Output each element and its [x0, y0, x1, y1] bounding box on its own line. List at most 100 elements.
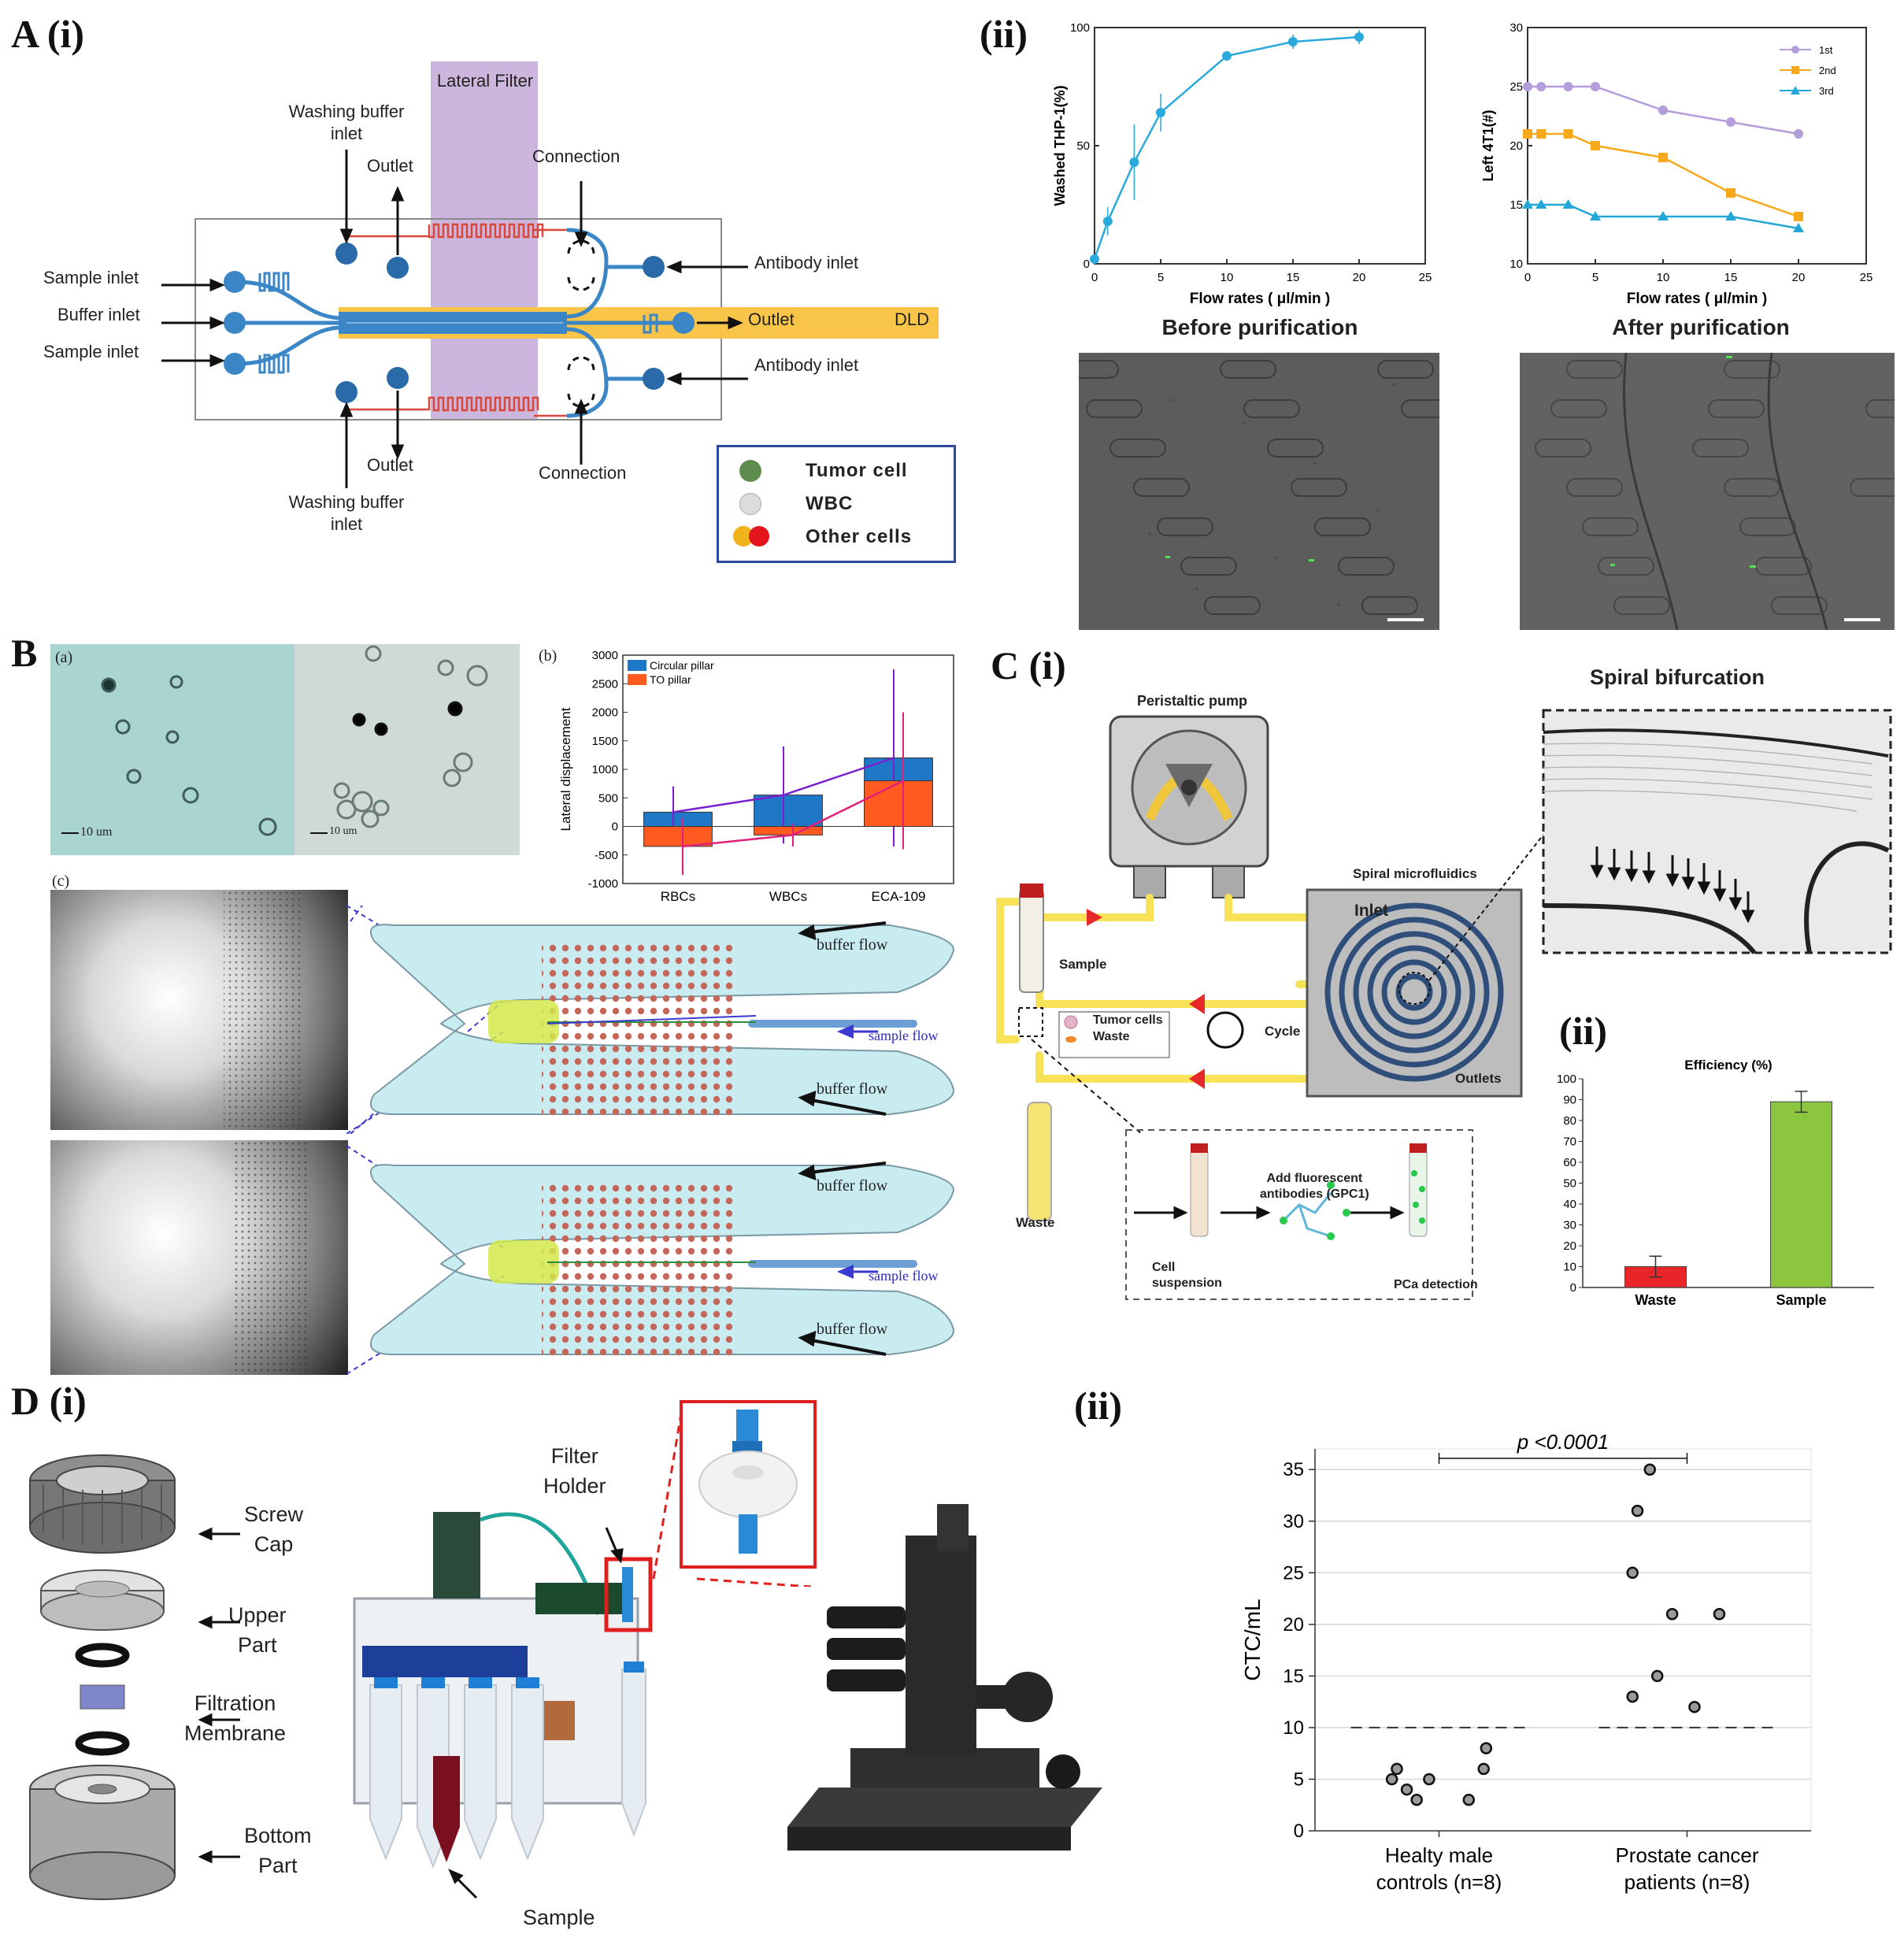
data-point	[1090, 254, 1099, 264]
bar	[643, 826, 713, 847]
label-upper-part: Upper Part	[228, 1603, 287, 1657]
y-tick-label: 1500	[592, 735, 618, 748]
data-point	[1535, 199, 1547, 209]
y-tick-label: 10	[1283, 1717, 1304, 1739]
data-point	[1793, 223, 1804, 232]
label-buffer-flow-3: buffer flow	[817, 1177, 888, 1195]
data-point	[1423, 1773, 1435, 1786]
y-tick-label: 30	[1563, 1219, 1576, 1232]
x-axis-label: Flow rates ( μl/min )	[1627, 291, 1767, 307]
y-tick-label: 50	[1563, 1177, 1576, 1191]
data-point	[1794, 212, 1803, 221]
chart-lateral-displacement: -1000-500050010001500200025003000Lateral…	[558, 649, 954, 904]
label-spiral-microfluidics: Spiral microfluidics	[1353, 866, 1477, 881]
micrograph-after-purification	[1520, 353, 1895, 630]
y-tick-label: 0	[1084, 257, 1090, 271]
y-axis-label: Left 4T1(#)	[1480, 109, 1496, 181]
data-point	[1794, 129, 1803, 139]
cells-circular	[61, 675, 277, 836]
x-tick-label: 15	[1287, 271, 1300, 284]
y-axis-label: Washed THP-1(%)	[1052, 85, 1068, 206]
label-cycle: Cycle	[1265, 1024, 1301, 1039]
y-tick-label: 500	[598, 791, 618, 805]
data-point	[1391, 1762, 1403, 1776]
data-point	[1665, 1607, 1679, 1621]
legend-label: Circular pillar	[650, 659, 714, 672]
micrograph-cells-circular: (a) 10 um	[50, 644, 294, 855]
p-value-annotation: p <0.0001	[1517, 1430, 1609, 1454]
x-tick-label: WBCs	[769, 889, 807, 904]
other-cell-swatch-red	[749, 526, 769, 546]
micrograph-chip-bottom	[50, 1140, 348, 1375]
label-bottom-part: Bottom Part	[244, 1824, 312, 1877]
legend-marker	[1791, 66, 1799, 74]
legend-marker	[1791, 86, 1800, 94]
y-tick-label: 1000	[592, 763, 618, 776]
label-sample-c: Sample	[1059, 957, 1107, 972]
spiral-bifurcation-micrograph	[1542, 709, 1892, 954]
y-tick-label: 20	[1509, 139, 1523, 153]
y-tick-label: 0	[1294, 1821, 1304, 1842]
dld-flow-schematic-top	[346, 906, 954, 1134]
label-buffer-flow-2: buffer flow	[817, 1080, 888, 1098]
chart-title: Efficiency (%)	[1684, 1058, 1772, 1073]
exploded-view-arrows	[198, 1527, 240, 1864]
label-after-purification: After purification	[1612, 315, 1790, 339]
micrograph-chip-top	[50, 890, 348, 1130]
panel-label-d: D (i)	[11, 1379, 87, 1423]
data-point	[1102, 217, 1113, 226]
label-outlets: Outlets	[1455, 1071, 1502, 1086]
data-point	[1536, 82, 1547, 91]
x-tick-label: controls (n=8)	[1376, 1870, 1502, 1894]
data-point	[1523, 82, 1532, 91]
y-tick-label: 10	[1563, 1261, 1576, 1274]
data-point	[1626, 1566, 1639, 1580]
filtration-instrument-photo	[353, 1512, 653, 1899]
data-point	[1591, 82, 1600, 91]
microscope-photo	[787, 1504, 1102, 1851]
data-point	[1480, 1742, 1493, 1754]
y-axis-label: CTC/mL	[1240, 1599, 1265, 1680]
label-outlet-bottom: Outlet	[367, 455, 413, 475]
label-peristaltic-pump: Peristaltic pump	[1137, 693, 1248, 709]
data-point	[1631, 1504, 1644, 1517]
bar	[643, 811, 713, 827]
cells-to	[310, 645, 488, 834]
x-tick-label: RBCs	[661, 889, 695, 904]
y-tick-label: 3000	[592, 649, 618, 662]
legend-label: 3rd	[1819, 85, 1834, 97]
y-tick-label: 2000	[592, 706, 618, 720]
y-tick-label: 5	[1294, 1769, 1304, 1790]
plot-frame	[1314, 1448, 1812, 1832]
data-point	[1288, 37, 1298, 46]
y-tick-label: 70	[1563, 1136, 1576, 1149]
label-lateral-filter: Lateral Filter	[436, 71, 534, 91]
label-connection-top: Connection	[532, 146, 620, 166]
bar	[1770, 1101, 1832, 1288]
y-tick-label: 30	[1509, 21, 1523, 35]
membrane	[80, 1684, 125, 1710]
y-tick-label: 90	[1563, 1094, 1576, 1107]
y-tick-label: 60	[1563, 1156, 1576, 1169]
dld-flow-schematic-bottom	[346, 1146, 954, 1374]
upper-part	[40, 1569, 165, 1631]
bar	[754, 826, 823, 835]
label-inlet: Inlet	[1354, 902, 1389, 920]
scale-bar-label-1: 10 um	[80, 825, 113, 839]
dld-device-schematic	[161, 61, 939, 488]
data-point	[1726, 117, 1735, 127]
y-tick-label: 100	[1557, 1073, 1576, 1086]
legend-label: 1st	[1819, 44, 1833, 56]
y-tick-label: 20	[1563, 1239, 1576, 1253]
label-buffer-flow-4: buffer flow	[817, 1321, 888, 1338]
y-tick-label: 25	[1509, 80, 1523, 94]
label-buffer-flow-1: buffer flow	[817, 936, 888, 954]
y-tick-label: 25	[1283, 1562, 1304, 1584]
y-tick-label: -1000	[588, 877, 618, 891]
screw-cap-part	[29, 1454, 176, 1554]
panel-label-a-ii: (ii)	[980, 12, 1028, 56]
label-washing-top: Washing buffer inlet	[288, 102, 405, 143]
label-dld: DLD	[895, 309, 930, 329]
micrograph-before-purification	[1079, 353, 1439, 630]
label-buffer-inlet: Buffer inlet	[57, 305, 140, 324]
